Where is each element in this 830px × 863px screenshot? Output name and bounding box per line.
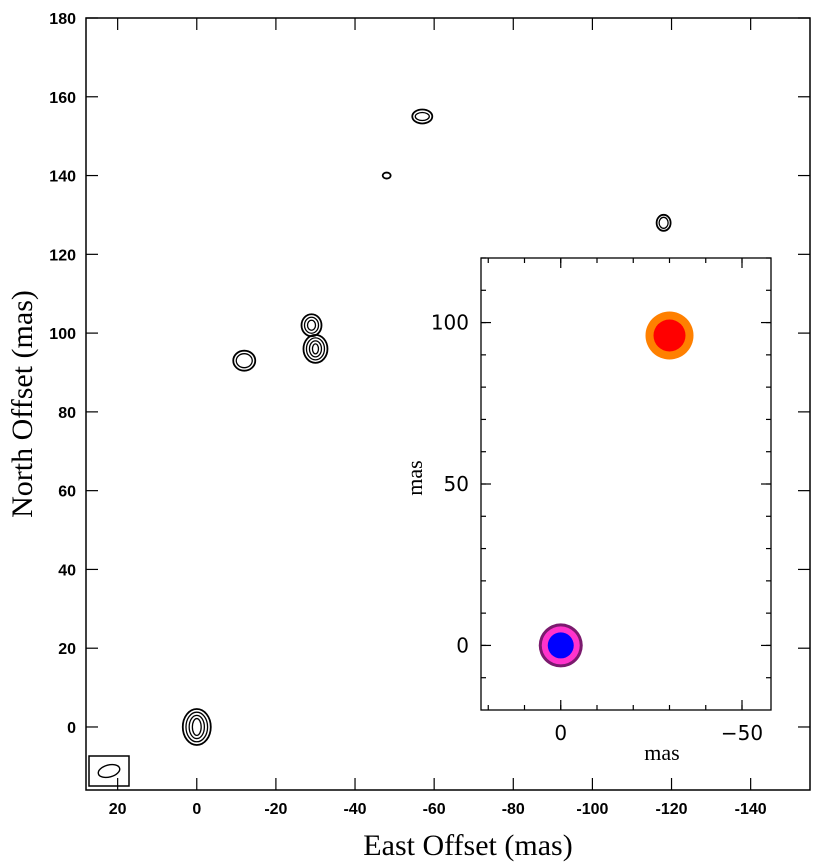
- contour-level: [185, 711, 209, 743]
- beam-box: [88, 755, 130, 787]
- inset-x-tick-label: −50: [721, 721, 763, 745]
- y-tick-label: 60: [58, 484, 76, 501]
- main-x-axis-label: East Offset (mas): [363, 829, 572, 862]
- contour-source: [655, 213, 672, 232]
- main-plot-frame: [85, 17, 811, 791]
- inset-points: [538, 311, 694, 668]
- main-y-axis: 0 20 40 60 80 100 120 140 160 180: [49, 11, 810, 737]
- contour-level: [411, 108, 434, 125]
- inset-y-tick-label: 50: [444, 472, 469, 496]
- beam-ellipse: [97, 763, 121, 779]
- y-tick-label: 20: [58, 641, 76, 658]
- contour-level: [188, 714, 206, 740]
- y-tick-label: 180: [49, 11, 76, 28]
- inset-y-axis-label: mas: [402, 460, 427, 495]
- y-tick-label: 160: [49, 90, 76, 107]
- contour-level: [305, 337, 326, 361]
- inset-y-tick-label: 100: [431, 311, 469, 335]
- x-tick-label: -20: [264, 801, 287, 818]
- contour-level: [302, 333, 329, 364]
- inset-plot-frame: [480, 257, 772, 711]
- x-tick-label: 0: [192, 801, 201, 818]
- inset-x-tick-label: 0: [554, 721, 567, 745]
- contour-source: [302, 333, 329, 364]
- inset-point-ring: [547, 632, 574, 659]
- contour-level: [306, 319, 317, 331]
- contour-level: [232, 349, 257, 372]
- contour-sources: [181, 108, 672, 746]
- x-tick-label: -60: [423, 801, 446, 818]
- contour-level: [191, 717, 202, 737]
- inset-x-axis-label: mas: [644, 740, 679, 765]
- contour-source: [232, 349, 257, 372]
- y-tick-label: 40: [58, 562, 76, 579]
- x-tick-label: -120: [656, 801, 688, 818]
- y-tick-label: 140: [49, 169, 76, 186]
- inset-y-tick-label: 0: [456, 633, 469, 657]
- contour-level: [658, 216, 669, 229]
- contour-level: [381, 171, 392, 180]
- inset-point-ring: [653, 319, 686, 352]
- contour-level: [308, 340, 323, 358]
- y-tick-label: 100: [49, 326, 76, 343]
- contour-level: [655, 213, 672, 232]
- x-tick-label: 20: [109, 801, 127, 818]
- contour-source: [411, 108, 434, 125]
- x-tick-label: -100: [576, 801, 608, 818]
- main-x-axis: 20 0 -20 -40 -60 -80 -100 -120 -140: [109, 18, 767, 818]
- contour-level: [414, 111, 430, 122]
- contour-level: [181, 708, 212, 746]
- y-tick-label: 80: [58, 405, 76, 422]
- contour-source: [300, 313, 323, 338]
- inset-y-axis: 0 50 100: [431, 257, 771, 679]
- x-tick-label: -40: [343, 801, 366, 818]
- x-tick-label: -80: [502, 801, 525, 818]
- contour-source: [181, 708, 212, 746]
- x-tick-label: -140: [735, 801, 767, 818]
- contour-level: [311, 343, 320, 355]
- y-tick-label: 120: [49, 247, 76, 264]
- inset-x-axis: 0 −50: [487, 258, 763, 745]
- contour-level: [303, 316, 320, 334]
- main-y-axis-label: North Offset (mas): [6, 290, 39, 518]
- contour-level: [235, 353, 253, 369]
- y-tick-label: 0: [67, 720, 76, 737]
- contour-source: [381, 171, 392, 180]
